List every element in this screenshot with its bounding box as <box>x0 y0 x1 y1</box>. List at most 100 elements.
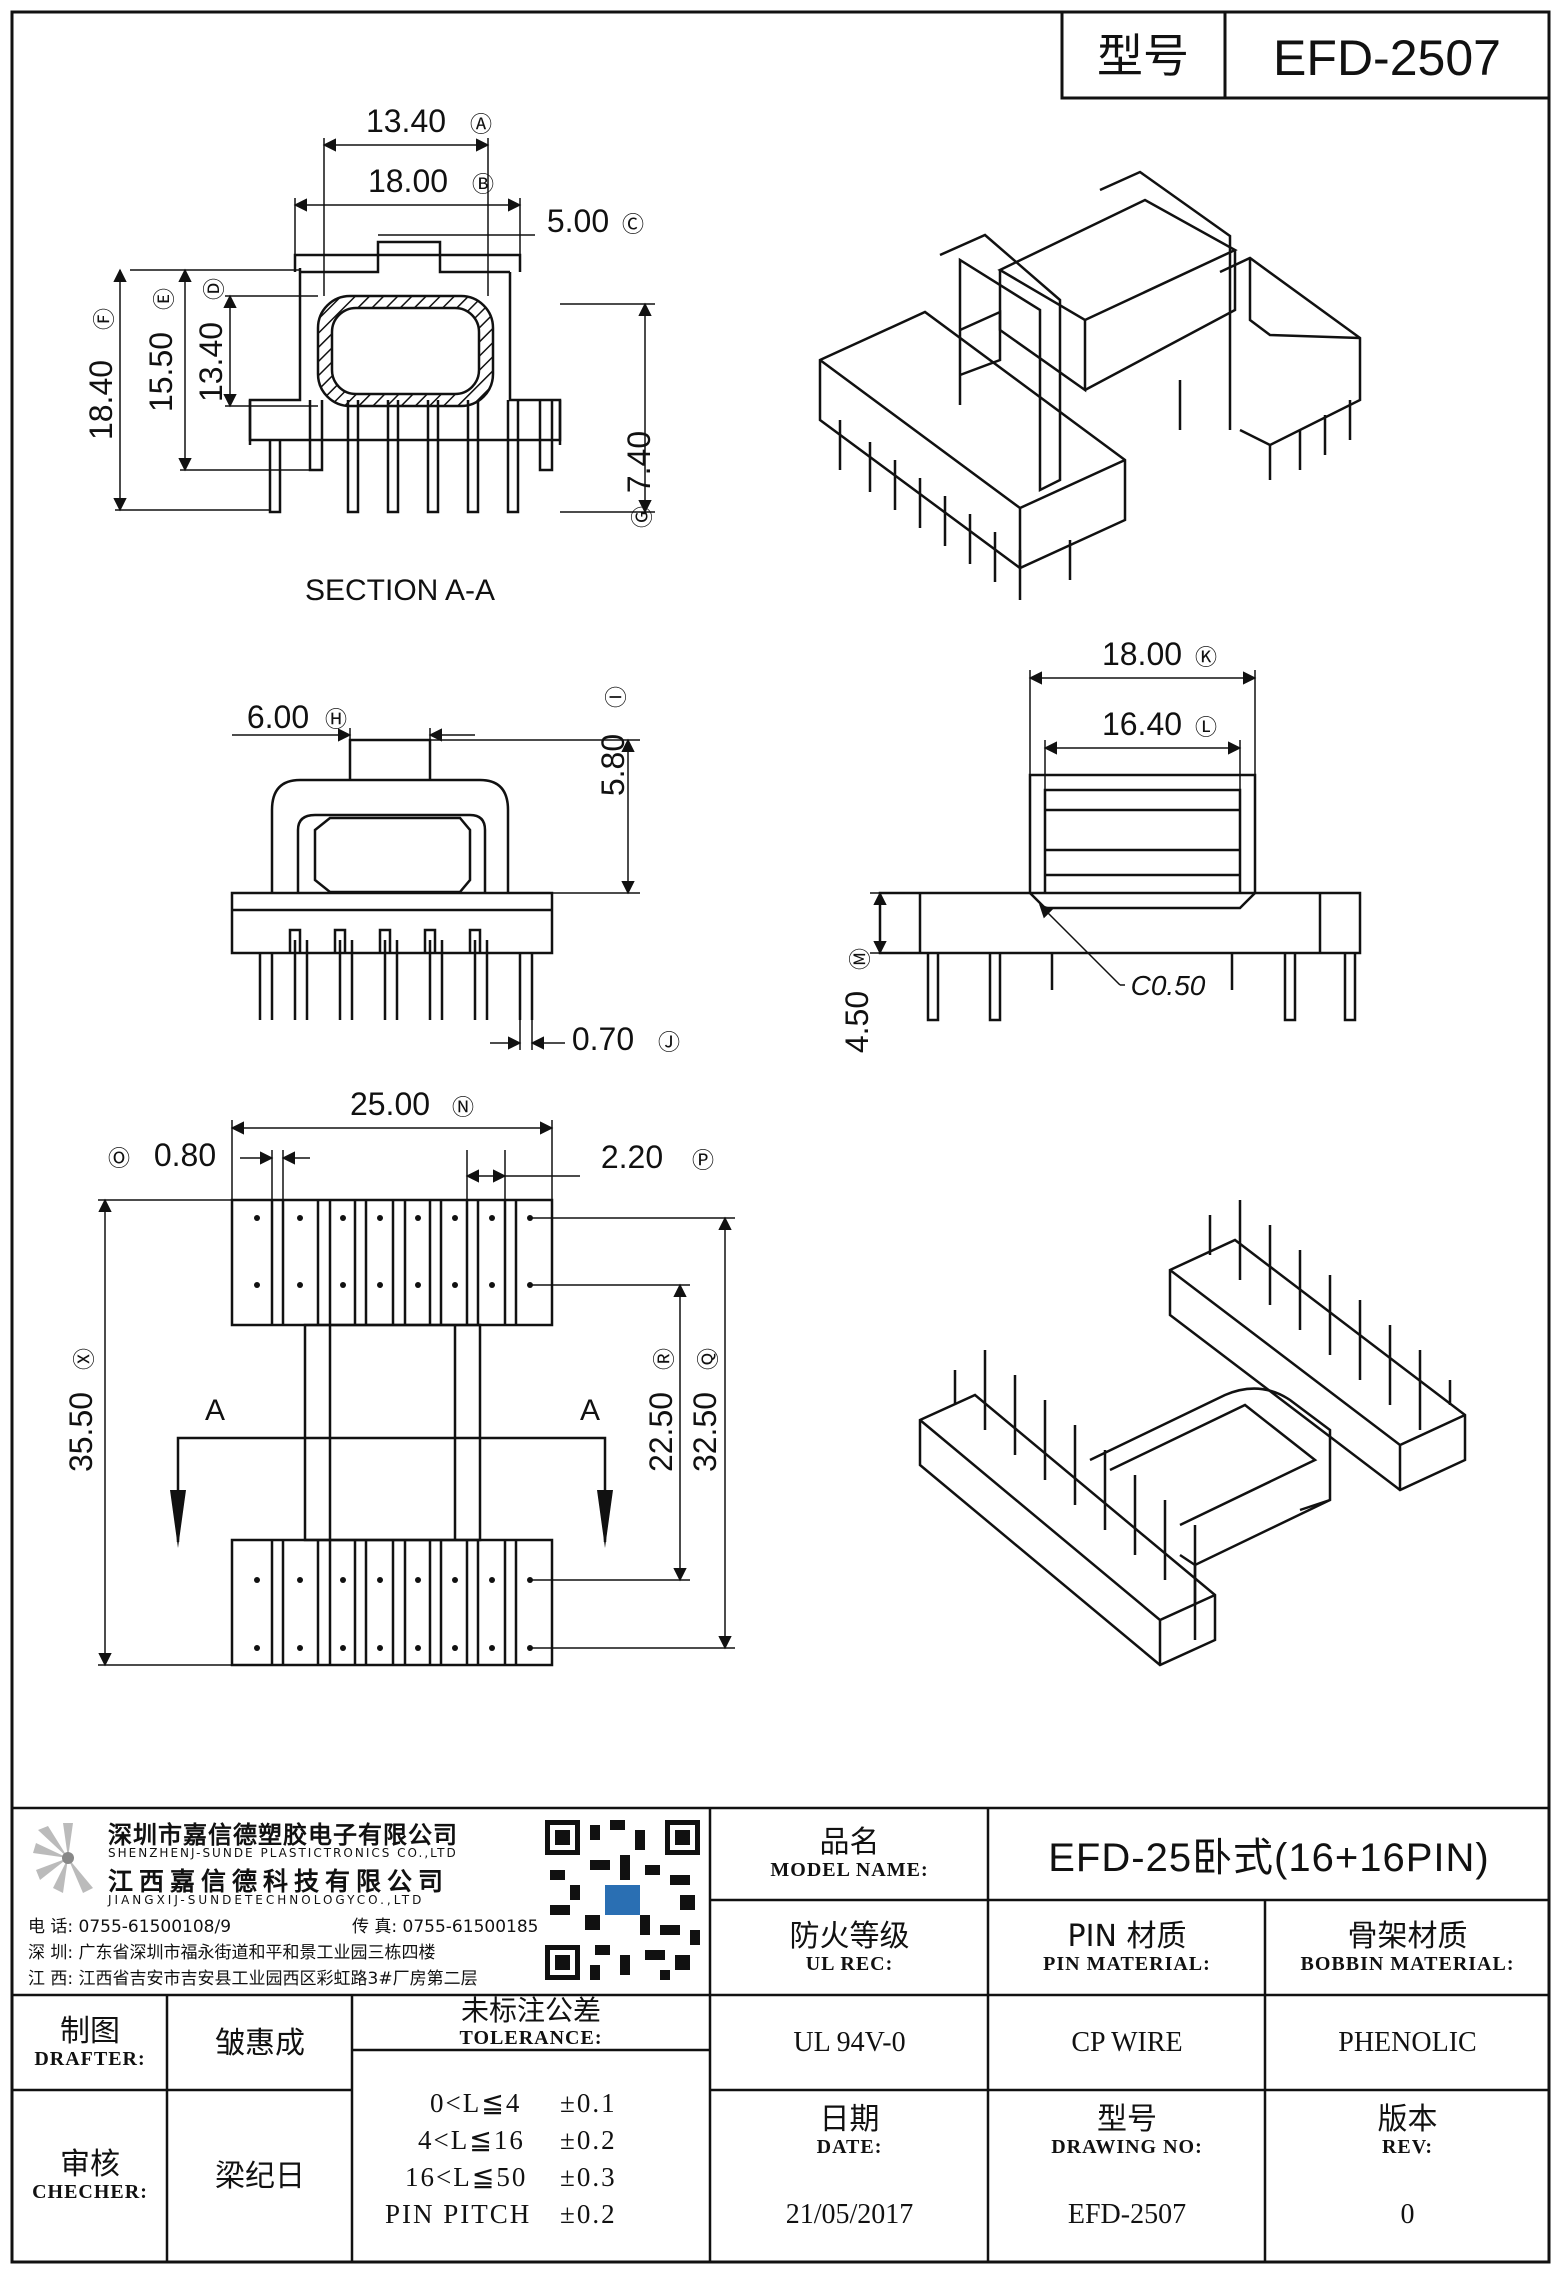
dim-l: 16.40 <box>1102 706 1182 742</box>
pin-material-value: CP WIRE <box>1071 2027 1183 2058</box>
dim-o: 0.80 <box>154 1137 216 1173</box>
chamfer-label: C0.50 <box>1131 970 1206 1001</box>
iso-view-bottom <box>918 1200 1467 1667</box>
rev-value-cell: 0 <box>1267 2170 1548 2260</box>
title-block-lines <box>12 1806 1549 2262</box>
drafter-en: DRAFTER: <box>34 2048 146 2070</box>
dim-b-tag: Ⓑ <box>472 172 494 197</box>
checker-header: 审核 CHECHER: <box>14 2092 166 2260</box>
dim-x: 35.50 <box>63 1392 99 1472</box>
dim-p-tag: Ⓟ <box>692 1148 714 1173</box>
tolerance-header: 未标注公差 TOLERANCE: <box>354 1995 708 2049</box>
company-tel: 电 话: 0755-61500108/9 <box>28 1917 232 1937</box>
dim-q: 32.50 <box>687 1392 723 1472</box>
iso-view-top <box>818 170 1362 600</box>
drafter-header: 制图 DRAFTER: <box>14 1997 166 2089</box>
qr-code[interactable] <box>540 1815 705 1985</box>
date-value: 21/05/2017 <box>785 2199 914 2230</box>
bottom-pin-slots <box>270 1200 518 1665</box>
dim-m: 4.50 <box>839 991 875 1053</box>
header-type-label: 型号 <box>1097 30 1189 82</box>
dim-e-tag: Ⓔ <box>152 288 177 310</box>
model-name-value-cell: EFD-25卧式(16+16PIN) <box>990 1810 1548 1898</box>
dim-i: 5.80 <box>595 734 631 796</box>
dim-h: 6.00 <box>247 699 309 735</box>
drawing-no-value-cell: EFD-2507 <box>990 2170 1264 2260</box>
date-value-cell: 21/05/2017 <box>712 2170 987 2260</box>
dim-q-tag: Ⓠ <box>696 1348 721 1370</box>
dim-c-tag: Ⓒ <box>622 212 644 237</box>
company-name-en: SHENZHENJ-SUNDE PLASTICTRONICS CO.,LTD <box>108 1846 458 1860</box>
arrow-a-left: A <box>205 1394 225 1427</box>
dim-l-tag: Ⓛ <box>1195 715 1217 740</box>
dim-r: 22.50 <box>643 1392 679 1472</box>
dim-p: 2.20 <box>601 1139 663 1175</box>
rev-cn: 版本 <box>1377 2102 1438 2137</box>
rev-value: 0 <box>1400 2199 1415 2230</box>
company-logo <box>28 1818 108 1898</box>
front-pins <box>926 953 1357 1022</box>
pin-material-value-cell: CP WIRE <box>990 1997 1264 2089</box>
dim-g: 7.40 <box>621 431 657 493</box>
rev-header: 版本 REV: <box>1267 2092 1548 2170</box>
header-type-value: EFD-2507 <box>1273 30 1501 86</box>
ul-header: 防火等级 UL REC: <box>712 1902 987 1994</box>
drawing-no-value: EFD-2507 <box>1067 2199 1187 2230</box>
dim-o-tag: Ⓞ <box>108 1146 130 1171</box>
dim-k-tag: Ⓚ <box>1195 645 1217 670</box>
checker-value: 梁纪日 <box>215 2158 305 2194</box>
model-name-value: EFD-25卧式(16+16PIN) <box>1048 1836 1490 1880</box>
checker-value-cell: 梁纪日 <box>169 2092 351 2260</box>
tolerance-range-1: 4<L≦16 <box>418 2125 525 2155</box>
date-cn: 日期 <box>819 2102 880 2137</box>
tolerance-range-2: 16<L≦50 <box>405 2162 528 2192</box>
drafter-value-cell: 皱惠成 <box>169 1997 351 2089</box>
iso-bottom-pins <box>953 1200 1452 1605</box>
bobbin-material-header: 骨架材质 BOBBIN MATERIAL: <box>1267 1902 1548 1994</box>
dim-g-tag: Ⓖ <box>630 506 655 528</box>
pin-material-cn: PIN 材质 <box>1067 1919 1187 1954</box>
front-view <box>878 773 1362 1022</box>
dim-n-tag: Ⓝ <box>452 1095 474 1120</box>
dim-e: 15.50 <box>143 332 179 412</box>
bobbin-material-en: BOBBIN MATERIAL: <box>1300 1953 1515 1975</box>
company2-name-en: JIANGXIJ-SUNDETECHNOLOGYCO.,LTD <box>108 1893 425 1907</box>
bobbin-material-value: PHENOLIC <box>1338 2027 1477 2058</box>
dim-f: 18.40 <box>83 360 119 440</box>
rev-en: REV: <box>1381 2136 1434 2158</box>
dim-c: 5.00 <box>547 203 609 239</box>
date-en: DATE: <box>816 2136 883 2158</box>
section-label: SECTION A-A <box>305 574 495 607</box>
pin-material-header: PIN 材质 PIN MATERIAL: <box>990 1902 1264 1994</box>
company-fax: 传 真: 0755-61500185 <box>352 1917 539 1937</box>
tolerance-range-3: PIN PITCH <box>385 2199 532 2229</box>
dim-f-tag: Ⓕ <box>92 308 117 330</box>
section-a-a-view <box>248 240 562 514</box>
ul-value-cell: UL 94V-0 <box>712 1997 987 2089</box>
ul-value: UL 94V-0 <box>793 2027 906 2058</box>
ul-cn: 防火等级 <box>789 1919 910 1954</box>
dim-j: 0.70 <box>572 1021 634 1057</box>
drafter-cn: 制图 <box>60 2014 120 2049</box>
tolerance-range-0: 0<L≦4 <box>430 2088 522 2118</box>
bottom-view <box>230 1198 554 1667</box>
iso-top-pins <box>838 380 1352 600</box>
side-view <box>230 738 554 1020</box>
header-type-box: 型号 EFD-2507 <box>1060 10 1551 100</box>
sheet-border <box>10 10 1551 2264</box>
dim-i-tag: Ⓘ <box>604 686 629 708</box>
drawing-no-cn: 型号 <box>1097 2102 1157 2137</box>
drawing-no-header: 型号 DRAWING NO: <box>990 2092 1264 2170</box>
dim-r-tag: Ⓡ <box>652 1348 677 1370</box>
model-name-cn: 品名 <box>819 1825 880 1860</box>
drawing-no-en: DRAWING NO: <box>1051 2136 1203 2158</box>
dim-j-tag: Ⓙ <box>658 1030 680 1055</box>
dim-x-tag: Ⓧ <box>72 1348 97 1370</box>
dim-b: 18.00 <box>368 163 448 199</box>
tolerance-en: TOLERANCE: <box>459 2026 603 2049</box>
tolerance-value-2: ±0.3 <box>560 2162 617 2192</box>
checker-cn: 审核 <box>60 2147 120 2182</box>
checker-en: CHECHER: <box>32 2181 148 2203</box>
dim-a: 13.40 <box>366 103 446 139</box>
dim-k: 18.00 <box>1102 636 1182 672</box>
